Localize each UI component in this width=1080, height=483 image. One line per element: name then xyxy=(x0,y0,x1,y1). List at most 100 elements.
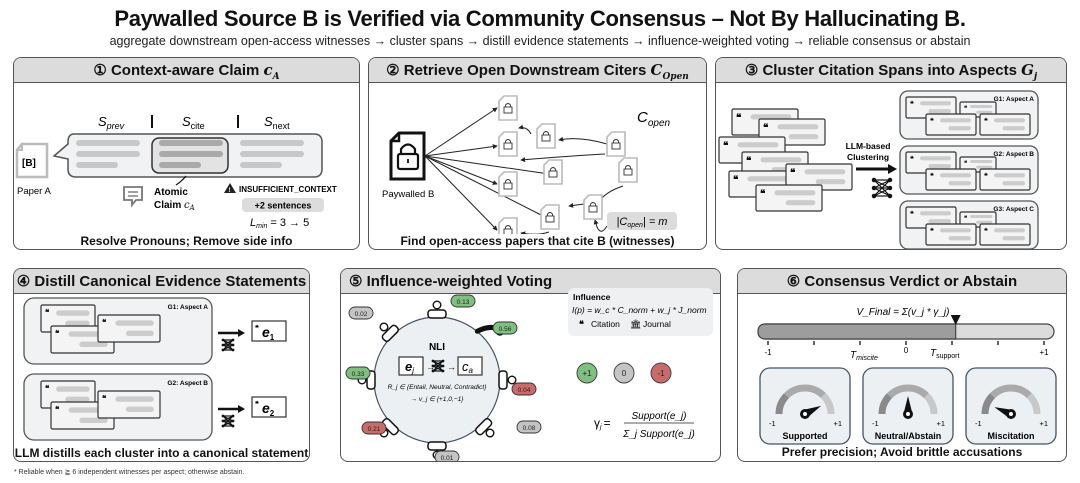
panel-title: Consensus Verdict or Abstain xyxy=(804,273,1018,290)
panel-3-header: ③ Cluster Citation Spans into Aspects Gj xyxy=(716,58,1066,83)
citation-span-card: ❝ xyxy=(959,156,997,173)
citation-span-card: ❝ xyxy=(905,96,957,119)
aspect-group: G2: Aspect B❝❝❝❝ xyxy=(899,145,1039,195)
scale-zero-label: 0 xyxy=(904,346,909,355)
vote-label: +1 xyxy=(582,369,592,378)
citation-legend: Citation xyxy=(591,319,620,329)
influence-score-badge: 0.33 xyxy=(345,366,371,380)
gauge-arc xyxy=(820,393,835,415)
influence-score: 0.56 xyxy=(499,326,512,333)
citation-span-card: ❝ xyxy=(97,314,161,343)
gauge-arc xyxy=(990,384,1032,399)
aspect-group: G1: Aspect A❝❝❝❝ xyxy=(899,90,1039,140)
gauge-max-label: +1 xyxy=(936,419,945,428)
gauge-arc xyxy=(887,384,929,399)
evidence-label: ej xyxy=(405,359,414,375)
paper-a-label: Paper A xyxy=(17,186,51,197)
locked-document-icon xyxy=(536,123,556,149)
nli-label: NLI xyxy=(429,342,445,353)
quote-icon: ❝ xyxy=(579,319,584,329)
quote-icon: ❝ xyxy=(45,384,50,393)
evidence-statement: ❝e1 xyxy=(251,320,287,342)
locked-document-icon xyxy=(606,131,626,157)
vote-value-set: → v_j ∈ {+1,0,−1} xyxy=(410,396,464,403)
quote-icon: ❝ xyxy=(984,172,988,180)
citation-edge xyxy=(424,155,498,231)
scale-min-label: -1 xyxy=(764,348,772,357)
influence-score: 0.13 xyxy=(457,299,470,306)
clustering-method-label: LLM-based xyxy=(846,141,891,151)
aspect-group: G3: Aspect C❝❝❝❝ xyxy=(899,200,1039,249)
citation-edge xyxy=(558,136,608,145)
citation-span-card: ❝ xyxy=(979,113,1031,136)
citation-edge xyxy=(520,153,606,163)
panel-4-footer: LLM distills each cluster into a canonic… xyxy=(14,446,309,460)
influence-score-badge: 0.04 xyxy=(511,382,537,396)
atomic-label: Atomic xyxy=(154,187,188,198)
step-number: ⑥ xyxy=(786,273,801,290)
citation-network-diagram: Paywalled B Copen |Copen| = m xyxy=(382,95,677,234)
influence-box xyxy=(568,288,713,336)
vote-option: +1 xyxy=(576,362,598,384)
quote-icon: ❝ xyxy=(102,394,107,403)
aspect-group-label: G2: Aspect B xyxy=(167,380,208,387)
gamma-denominator: Σ_j Support(e_j) xyxy=(622,429,695,440)
citation-span-card: ❝ xyxy=(785,163,853,191)
voting-diagram: 0.130.560.040.080.010.210.330.02 NLI ej … xyxy=(345,288,713,461)
citation-span-card: ❝ xyxy=(979,223,1031,246)
svg-text:→: → xyxy=(447,362,456,372)
panel-title: Retrieve Open Downstream Citers xyxy=(403,62,647,79)
neural-network-icon xyxy=(431,359,445,373)
gauge-arc xyxy=(923,393,938,415)
panel-6-footer: Prefer precision; Avoid brittle accusati… xyxy=(781,445,1023,459)
voter-seat xyxy=(474,417,495,438)
gauge-verdict-label: Miscitation xyxy=(987,431,1034,441)
aspect-group: G2: Aspect B❝❝❝❝e2 xyxy=(23,373,287,441)
quote-icon: ❝ xyxy=(964,160,967,167)
gauge-verdict-label: Neutral/Abstain xyxy=(875,431,942,441)
voter-seat xyxy=(427,300,447,319)
quote-icon: ❝ xyxy=(102,318,107,327)
citation-span-card: ❝ xyxy=(925,113,977,136)
gauge-min-label: -1 xyxy=(975,419,982,428)
panel-4-header: ④ Distill Canonical Evidence Statements … xyxy=(14,269,309,318)
clustering-diagram: ❝❝❝❝❝❝❝ LLM-based Clustering G1: Aspect … xyxy=(718,90,1039,249)
panel-title: Cluster Citation Spans into Aspects xyxy=(762,62,1017,79)
span-next-label: Snext xyxy=(264,114,290,131)
consensus-marker xyxy=(950,315,961,325)
citation-span-card: ❝ xyxy=(979,168,1031,191)
insufficient-context-warning: INSUFFICIENT_CONTEXT xyxy=(239,185,337,194)
panel-title: Distill Canonical Evidence Statements xyxy=(34,273,307,290)
gauge-arc xyxy=(784,384,826,399)
gauge-arc xyxy=(981,393,996,415)
svg-text:!: ! xyxy=(229,188,231,194)
reliability-footnote: * Reliable when ≧ 6 independent witnesse… xyxy=(14,469,245,476)
gauge-needle xyxy=(903,396,913,414)
claim-label: ca xyxy=(462,359,474,375)
gamma-symbol: γj= xyxy=(594,416,611,431)
locked-document-icon xyxy=(498,95,518,121)
quote-icon: ❝ xyxy=(930,117,934,125)
added-sentences-text: +2 sentences xyxy=(255,201,312,211)
gauge-max-label: +1 xyxy=(833,419,842,428)
figure-subtitle: aggregate downstream open-access witness… xyxy=(109,34,971,48)
influence-score: 0.04 xyxy=(518,387,531,394)
citation-edge xyxy=(424,144,498,157)
gauge-max-label: +1 xyxy=(1039,419,1048,428)
step-number: ⑤ xyxy=(349,273,363,290)
journal-legend: Journal xyxy=(643,319,671,329)
quote-icon: ❝ xyxy=(255,324,259,332)
citation-span-card: ❝ xyxy=(97,390,161,419)
gamma-numerator: Support(e_j) xyxy=(631,411,686,422)
final-score-formula: V_Final = Σ(v_j * γ_j) xyxy=(857,307,950,318)
quote-icon: ❝ xyxy=(984,227,988,235)
vote-option: -1 xyxy=(650,362,672,384)
consensus-scale-fill xyxy=(757,323,957,340)
warning-icon: ! xyxy=(224,183,236,194)
aspect-group-label: G1: Aspect A xyxy=(994,96,1035,103)
panel-title: Context-aware Claim xyxy=(110,62,260,79)
citation-edge xyxy=(520,231,550,234)
